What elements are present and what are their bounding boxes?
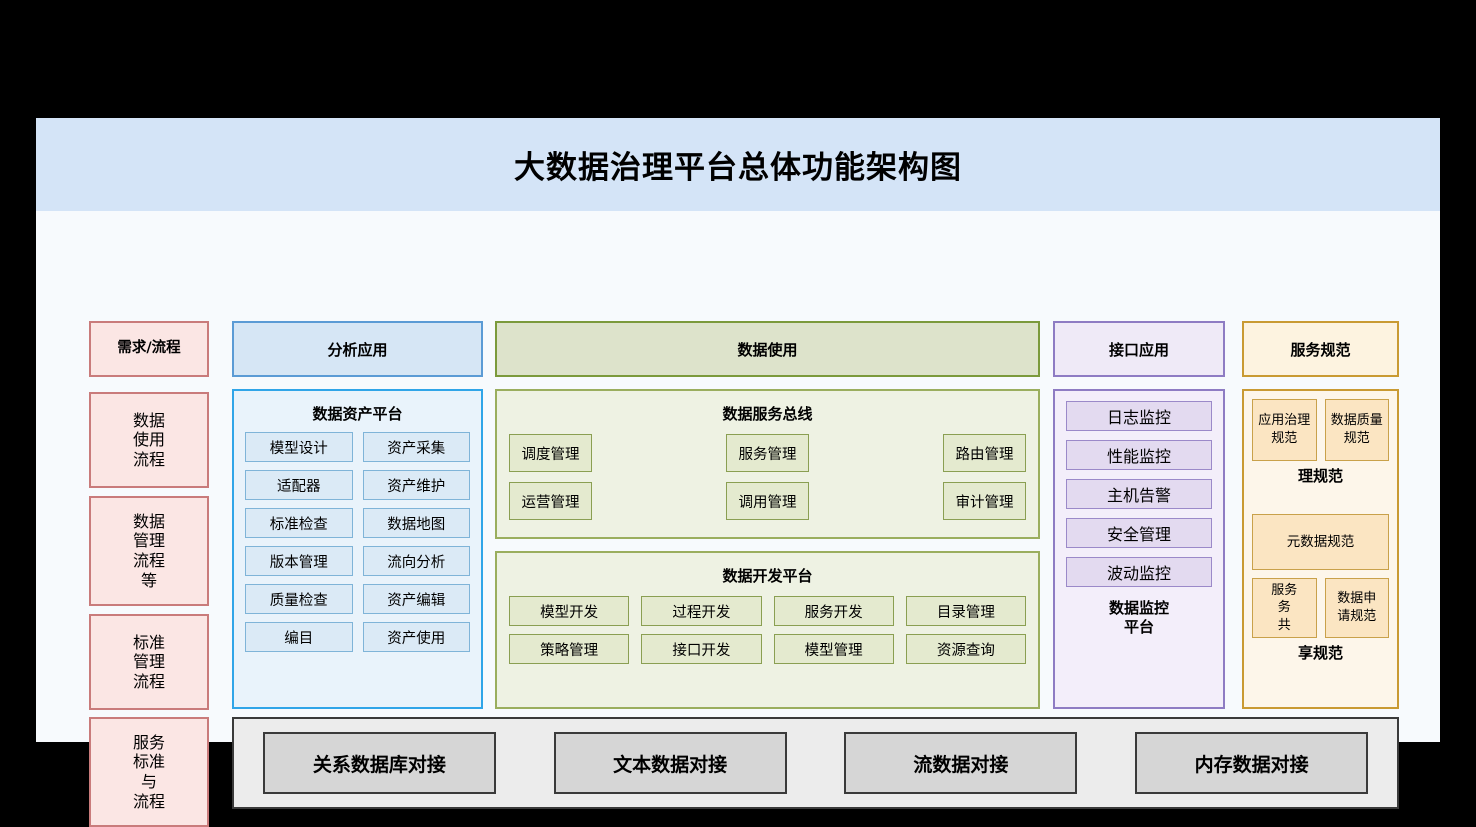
monitor-cell-log-monitor[interactable]: 日志监控 — [1066, 401, 1212, 431]
asset-cell-standard-check[interactable]: 标准检查 — [245, 508, 353, 538]
asset-cell-flow-analysis[interactable]: 流向分析 — [362, 546, 470, 576]
data-service-bus-title: 数据服务总线 — [722, 405, 813, 423]
bus-cell-service-management[interactable]: 服务管理 — [725, 434, 809, 472]
data-development-platform-title: 数据开发平台 — [722, 567, 813, 585]
data-usage-header: 数据使用 — [495, 321, 1040, 377]
monitor-cell-host-alarm[interactable]: 主机告警 — [1066, 479, 1212, 509]
data-asset-platform-grid: 模型设计 资产采集 适配器 资产维护 标准检查 数据地图 版本管理 流向分析 质… — [245, 432, 470, 652]
process-item-data-usage[interactable]: 数据 使用 流程 — [89, 392, 209, 488]
interface-application-header: 接口应用 — [1053, 321, 1225, 377]
dev-cell-catalog-management[interactable]: 目录管理 — [905, 596, 1026, 626]
data-development-platform-grid: 模型开发 过程开发 服务开发 目录管理 策略管理 接口开发 模型管理 资源查询 — [509, 596, 1026, 664]
dev-cell-interface-development[interactable]: 接口开发 — [641, 634, 762, 664]
dev-cell-model-development[interactable]: 模型开发 — [509, 596, 630, 626]
data-monitor-platform-label: 数据监控 平台 — [1108, 599, 1169, 636]
bus-cell-schedule-management[interactable]: 调度管理 — [509, 434, 592, 472]
docking-cell-stream-data[interactable]: 流数据对接 — [844, 732, 1078, 794]
spec-cell-application-governance[interactable]: 应用治理规范 — [1252, 399, 1317, 461]
docking-cell-memory-data[interactable]: 内存数据对接 — [1135, 732, 1369, 794]
diagram-body: 需求/流程 数据 使用 流程 数据 管理 流程 等 标准 管理 流程 服务 标准… — [36, 211, 1440, 827]
architecture-diagram-canvas: 大数据治理平台总体功能架构图 需求/流程 数据 使用 流程 数据 管理 流程 等… — [36, 118, 1440, 827]
data-docking-bar: 关系数据库对接 文本数据对接 流数据对接 内存数据对接 — [232, 717, 1399, 809]
asset-cell-asset-usage[interactable]: 资产使用 — [362, 622, 470, 652]
data-service-bus-grid: 调度管理 服务管理 路由管理 运营管理 调用管理 审计管理 — [509, 434, 1026, 520]
service-spec-header: 服务规范 — [1242, 321, 1399, 377]
data-asset-platform-title: 数据资产平台 — [312, 405, 403, 423]
data-service-bus-panel: 数据服务总线 调度管理 服务管理 路由管理 运营管理 调用管理 审计管理 — [495, 389, 1040, 539]
service-spec-row-middle: 元数据规范 — [1252, 514, 1389, 570]
diagram-header: 大数据治理平台总体功能架构图 — [36, 118, 1440, 211]
data-asset-platform-panel: 数据资产平台 模型设计 资产采集 适配器 资产维护 标准检查 数据地图 版本管理… — [232, 389, 483, 709]
dev-cell-policy-management[interactable]: 策略管理 — [509, 634, 630, 664]
spec-cell-data-quality[interactable]: 数据质量规范 — [1324, 399, 1389, 461]
asset-cell-asset-maintain[interactable]: 资产维护 — [362, 470, 470, 500]
asset-cell-data-map[interactable]: 数据地图 — [362, 508, 470, 538]
monitor-cell-security-management[interactable]: 安全管理 — [1066, 518, 1212, 548]
service-spec-panel: 应用治理规范 数据质量规范 理规范 元数据规范 服务 务 共 数据申 请规范 享… — [1242, 389, 1399, 709]
monitor-cell-fluctuation-monitor[interactable]: 波动监控 — [1066, 557, 1212, 587]
service-spec-label-1: 理规范 — [1297, 467, 1343, 485]
page-title: 大数据治理平台总体功能架构图 — [514, 150, 962, 186]
asset-cell-adapter[interactable]: 适配器 — [245, 470, 353, 500]
data-development-platform-panel: 数据开发平台 模型开发 过程开发 服务开发 目录管理 策略管理 接口开发 模型管… — [495, 551, 1040, 709]
dev-cell-service-development[interactable]: 服务开发 — [773, 596, 894, 626]
asset-cell-catalog[interactable]: 编目 — [245, 622, 353, 652]
service-spec-row-1: 应用治理规范 数据质量规范 — [1252, 399, 1389, 461]
asset-cell-version-management[interactable]: 版本管理 — [245, 546, 353, 576]
spec-cell-data-request[interactable]: 数据申 请规范 — [1324, 578, 1389, 638]
process-item-service-standard[interactable]: 服务 标准 与 流程 — [89, 717, 209, 827]
asset-cell-asset-collect[interactable]: 资产采集 — [362, 432, 470, 462]
process-column-header: 需求/流程 — [89, 321, 209, 377]
analysis-application-header: 分析应用 — [232, 321, 483, 377]
service-spec-label-2: 享规范 — [1297, 644, 1343, 662]
monitor-cell-performance-monitor[interactable]: 性能监控 — [1066, 440, 1212, 470]
bus-cell-operation-management[interactable]: 运营管理 — [509, 482, 592, 520]
spec-cell-metadata[interactable]: 元数据规范 — [1252, 514, 1389, 570]
dev-cell-model-management[interactable]: 模型管理 — [773, 634, 894, 664]
bus-cell-route-management[interactable]: 路由管理 — [942, 434, 1026, 472]
data-monitor-platform-panel: 日志监控 性能监控 主机告警 安全管理 波动监控 数据监控 平台 — [1053, 389, 1225, 709]
dev-cell-process-development[interactable]: 过程开发 — [641, 596, 762, 626]
service-spec-row-2: 服务 务 共 数据申 请规范 — [1252, 578, 1389, 638]
asset-cell-quality-check[interactable]: 质量检查 — [245, 584, 353, 614]
spec-cell-service-share[interactable]: 服务 务 共 — [1252, 578, 1317, 638]
bus-cell-audit-management[interactable]: 审计管理 — [942, 482, 1026, 520]
dev-cell-resource-query[interactable]: 资源查询 — [905, 634, 1026, 664]
process-item-data-management[interactable]: 数据 管理 流程 等 — [89, 496, 209, 606]
docking-cell-relational-database[interactable]: 关系数据库对接 — [262, 732, 496, 794]
asset-cell-asset-edit[interactable]: 资产编辑 — [362, 584, 470, 614]
process-item-standard-management[interactable]: 标准 管理 流程 — [89, 614, 209, 710]
bus-cell-invoke-management[interactable]: 调用管理 — [725, 482, 809, 520]
asset-cell-model-design[interactable]: 模型设计 — [245, 432, 353, 462]
docking-cell-text-data[interactable]: 文本数据对接 — [553, 732, 787, 794]
